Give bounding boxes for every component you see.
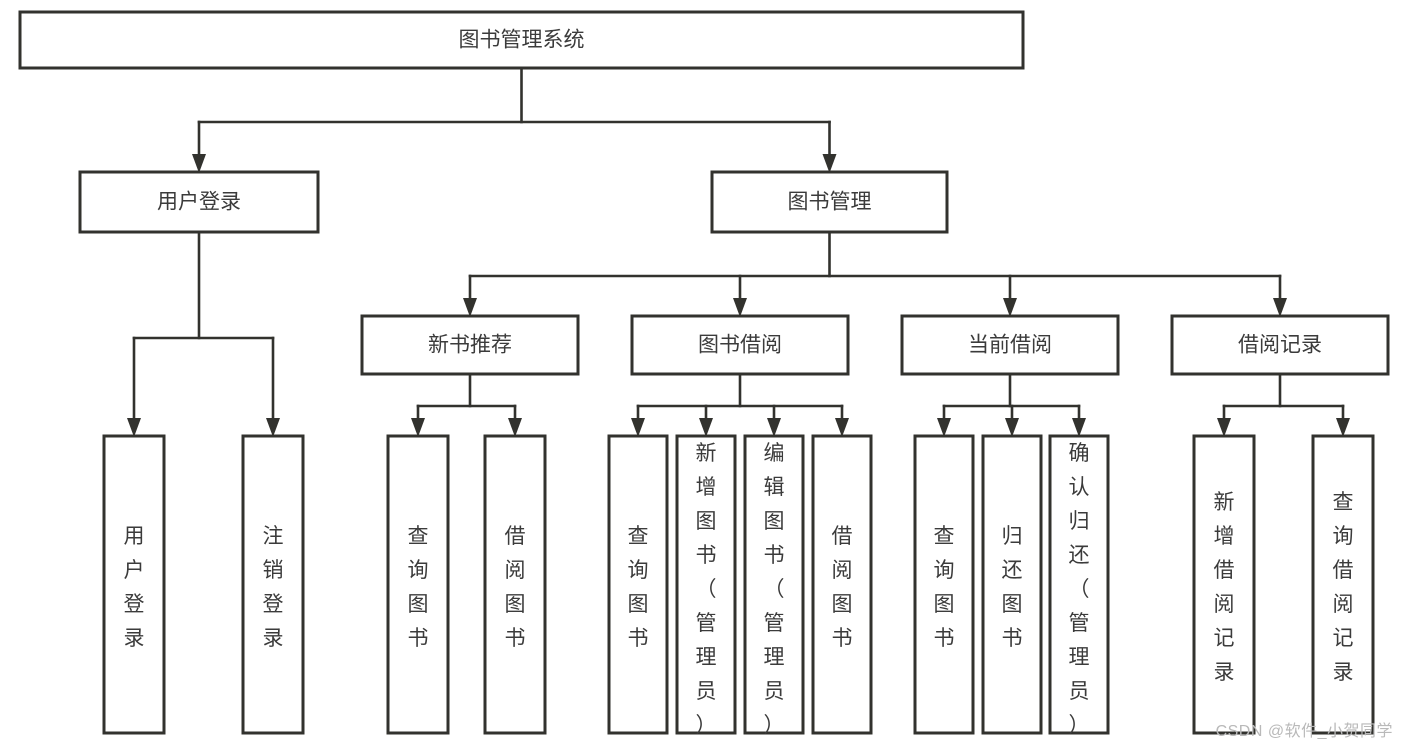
connector-records — [1217, 372, 1350, 437]
node-label: 图书管理 — [788, 191, 872, 214]
connector-login — [127, 230, 280, 437]
arrowhead-icon — [463, 298, 477, 317]
node-box — [18, 10, 1025, 70]
node-box — [981, 434, 1043, 735]
connector-current — [937, 372, 1086, 437]
arrowhead-icon — [127, 418, 141, 437]
arrowhead-icon — [733, 298, 747, 317]
node-leaf-records-2[interactable]: 查询借阅记录 — [1311, 434, 1375, 735]
arrowhead-icon — [411, 418, 425, 437]
arrowhead-icon — [1336, 418, 1350, 437]
node-label: 查询借阅记录 — [1333, 491, 1354, 684]
node-leaf-current-3[interactable]: 确认归还（管理员） — [1048, 434, 1110, 737]
arrowhead-icon — [1005, 418, 1019, 437]
node-leaf-newbook-1[interactable]: 查询图书 — [386, 434, 450, 735]
node-records[interactable]: 借阅记录 — [1170, 314, 1390, 376]
node-box — [743, 434, 805, 735]
node-leaf-borrow-1[interactable]: 查询图书 — [607, 434, 669, 735]
node-box — [675, 434, 737, 735]
node-current[interactable]: 当前借阅 — [900, 314, 1120, 376]
arrowhead-icon — [266, 418, 280, 437]
node-box — [386, 434, 450, 735]
arrowhead-icon — [192, 154, 206, 173]
node-label: 新书推荐 — [428, 334, 512, 357]
arrowhead-icon — [631, 418, 645, 437]
arrowhead-icon — [1003, 298, 1017, 317]
connector-newbook — [411, 372, 522, 437]
node-box — [900, 314, 1120, 376]
arrowhead-icon — [835, 418, 849, 437]
node-box — [241, 434, 305, 735]
node-label: 新增借阅记录 — [1214, 491, 1235, 684]
node-label: 编辑图书（管理员） — [764, 442, 785, 737]
node-root[interactable]: 图书管理系统 — [18, 10, 1025, 70]
node-label: 借阅记录 — [1238, 334, 1322, 357]
node-bookmgmt[interactable]: 图书管理 — [710, 170, 949, 234]
arrowhead-icon — [699, 418, 713, 437]
connector-bookmgmt — [463, 230, 1287, 317]
node-login[interactable]: 用户登录 — [78, 170, 320, 234]
node-leaf-borrow-4[interactable]: 借阅图书 — [811, 434, 873, 735]
node-newbook[interactable]: 新书推荐 — [360, 314, 580, 376]
node-label: 归还图书 — [1002, 525, 1023, 650]
node-leaf-current-1[interactable]: 查询图书 — [913, 434, 975, 735]
node-label: 确认归还（管理员） — [1069, 442, 1090, 737]
connector-root — [192, 66, 837, 173]
node-box — [710, 170, 949, 234]
csdn-watermark: CSDN @软件_小贺同学 — [1215, 723, 1393, 740]
node-borrow[interactable]: 图书借阅 — [630, 314, 850, 376]
arrowhead-icon — [822, 154, 837, 173]
node-label: 图书管理系统 — [459, 29, 585, 52]
node-label: 借阅图书 — [832, 525, 853, 650]
node-box — [360, 314, 580, 376]
node-box — [102, 434, 166, 735]
arrowhead-icon — [937, 418, 951, 437]
connector-layer — [127, 66, 1350, 437]
node-box — [811, 434, 873, 735]
node-box — [1170, 314, 1390, 376]
node-label: 新增图书（管理员） — [696, 442, 717, 737]
node-leaf-current-2[interactable]: 归还图书 — [981, 434, 1043, 735]
node-leaf-borrow-3[interactable]: 编辑图书（管理员） — [743, 434, 805, 737]
node-label: 用户登录 — [124, 525, 145, 650]
node-box — [1311, 434, 1375, 735]
node-box — [607, 434, 669, 735]
node-label: 图书借阅 — [698, 334, 782, 357]
node-box — [630, 314, 850, 376]
node-label: 用户登录 — [157, 191, 241, 214]
arrowhead-icon — [1273, 298, 1287, 317]
node-box — [1192, 434, 1256, 735]
node-label: 注销登录 — [263, 525, 284, 650]
node-leaf-newbook-2[interactable]: 借阅图书 — [483, 434, 547, 735]
arrowhead-icon — [508, 418, 522, 437]
node-label: 查询图书 — [934, 525, 955, 650]
node-leaf-login-2[interactable]: 注销登录 — [241, 434, 305, 735]
node-label: 查询图书 — [628, 525, 649, 650]
node-leaf-borrow-2[interactable]: 新增图书（管理员） — [675, 434, 737, 737]
arrowhead-icon — [1217, 418, 1231, 437]
node-label: 借阅图书 — [505, 525, 526, 650]
node-box — [78, 170, 320, 234]
node-label: 当前借阅 — [968, 334, 1052, 357]
node-box — [913, 434, 975, 735]
arrowhead-icon — [1072, 418, 1086, 437]
node-box — [483, 434, 547, 735]
node-leaf-login-1[interactable]: 用户登录 — [102, 434, 166, 735]
arrowhead-icon — [767, 418, 781, 437]
node-leaf-records-1[interactable]: 新增借阅记录 — [1192, 434, 1256, 735]
node-layer: 图书管理系统用户登录图书管理新书推荐图书借阅当前借阅借阅记录用户登录注销登录查询… — [18, 10, 1390, 737]
node-box — [1048, 434, 1110, 735]
node-label: 查询图书 — [408, 525, 429, 650]
connector-borrow — [631, 372, 849, 437]
